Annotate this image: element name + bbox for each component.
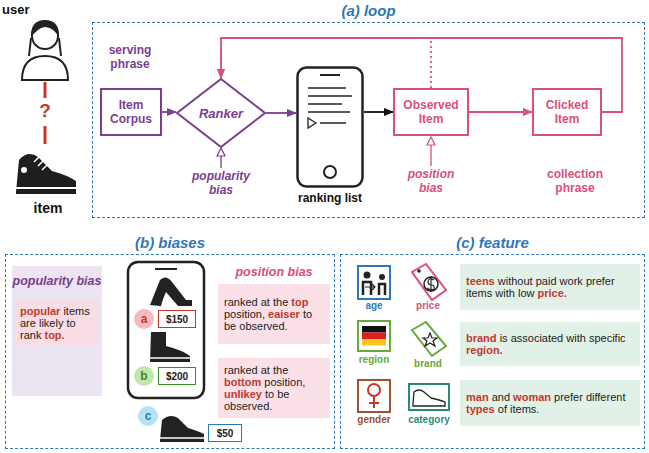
bias-region: popularity bias popular items are likely … [12,266,102,396]
node-text: $50 [217,428,234,439]
node-text: ranked at the top position, eaiser to be… [224,296,324,332]
item-circle: c [138,406,158,426]
node-text: Item Corpus [105,98,157,126]
feature-label: brand [408,358,448,370]
price-tag: $150 [158,310,196,328]
node-text: popular items are likely to rank top. [16,300,98,346]
brand-icon [412,322,446,356]
bias-arrow [430,141,431,166]
note-box: brand is associated with specific region… [460,322,640,366]
node-text: b [140,369,147,383]
phase-label: serving phrase [100,44,160,72]
gender-icon [358,380,390,412]
connector-arrow [162,111,176,113]
node-text: c [145,409,152,423]
node-text: ranking list [276,191,384,205]
bias-heading: position bias [218,265,330,279]
sneaker-c [160,416,204,442]
shoe-icon [16,154,76,194]
price-icon [412,264,446,300]
note-box: ranked at the top position, eaiser to be… [218,284,330,344]
feature-label: price [408,300,448,312]
process-box: Item Corpus [100,88,162,136]
note-box: ranked at the bottom position, unlikey t… [218,358,330,418]
note-box: teens without paid work prefer items wit… [460,264,640,310]
phone-outline [296,66,364,188]
connector-arrow [364,111,393,113]
node-text: popularity bias [13,274,102,288]
question-mark: ? [32,100,58,122]
price-tag: $200 [158,367,196,385]
price-tag: $50 [208,424,242,442]
category-icon [409,384,449,410]
age-icon [358,266,390,299]
phase-label: collection phrase [540,168,610,196]
node-text: teens without paid work prefer items wit… [466,275,634,299]
node-text: man and woman prefer different types of … [466,391,634,415]
user-label: user [2,3,42,18]
process-box: Clicked Item [532,88,602,136]
biases-panel: (b) biasespopularity biaspopular items a… [5,254,335,449]
feature-label: age [354,300,394,312]
phone-illustration [128,262,204,398]
panel-title: (b) biases [6,234,334,251]
connector-arrow [266,112,296,114]
bias-label: popularity bias [186,170,256,198]
item-circle: b [134,366,154,386]
node-text: a [141,312,148,326]
note-box: man and woman prefer different types of … [460,380,640,426]
panel-title: (a) loop [93,2,644,19]
decision-diamond: Ranker [176,78,266,148]
feature-label: category [402,414,456,426]
node-text: $200 [166,371,188,382]
user-icon [22,20,68,80]
node-text: Ranker [199,106,243,121]
process-box: Observed Item [393,88,469,136]
bias-arrow [220,152,221,168]
feature-label: gender [350,414,398,426]
bias-label: position bias [401,168,461,196]
phone-node: ranking list [296,66,364,188]
panel-title: (c) feature [341,234,644,251]
node-text: ranked at the bottom position, unlikey t… [224,364,324,412]
node-text: Observed Item [398,98,464,126]
node-text: brand is associated with specific region… [466,332,634,356]
item-circle: a [134,309,154,329]
connector-arrow [469,111,532,113]
feature-label: region [350,354,398,366]
node-text: Clicked Item [537,98,597,126]
region-icon [358,321,390,351]
item-label: item [28,200,68,216]
node-text: $150 [166,314,188,325]
